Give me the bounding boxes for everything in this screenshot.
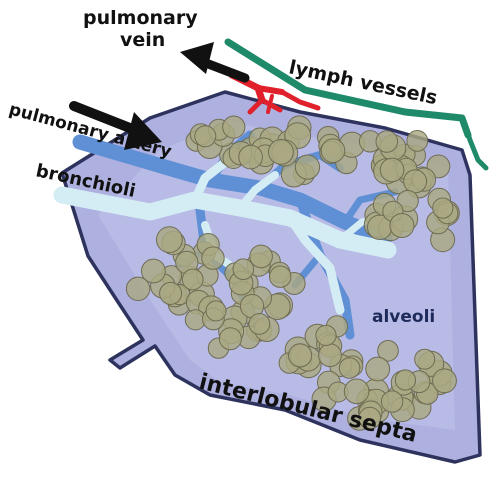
alveolus bbox=[238, 144, 263, 170]
alveolus bbox=[375, 130, 399, 153]
alveolus bbox=[377, 340, 399, 362]
alveolus bbox=[141, 258, 166, 284]
alveolus bbox=[125, 276, 151, 301]
alveolus bbox=[218, 327, 242, 351]
pulmonary-vein-label-line2: vein bbox=[120, 29, 165, 51]
alveolus bbox=[205, 300, 227, 322]
alveolus bbox=[343, 378, 370, 405]
alveolus bbox=[249, 244, 273, 269]
alveolus bbox=[320, 138, 346, 163]
lymph-vessel-inner bbox=[461, 119, 489, 171]
alveolus bbox=[194, 125, 217, 148]
alveolus bbox=[414, 348, 436, 370]
alveoli-clusters bbox=[125, 115, 460, 431]
pulmonary-vein-label-line1: pulmonary bbox=[83, 7, 198, 29]
alveolus bbox=[232, 258, 255, 281]
alveolus bbox=[201, 246, 225, 270]
alveolus bbox=[269, 265, 292, 288]
alveolus bbox=[288, 343, 313, 368]
alveolus bbox=[403, 169, 428, 194]
alveolus bbox=[159, 281, 183, 305]
alveolus bbox=[432, 368, 457, 394]
alveoli-label: alveoli bbox=[372, 307, 435, 327]
alveolus bbox=[432, 197, 454, 219]
alveolus bbox=[315, 324, 337, 346]
alveolus bbox=[248, 313, 271, 335]
alveolus bbox=[222, 115, 246, 139]
alveolus bbox=[379, 157, 405, 183]
artery-arrow-icon bbox=[69, 101, 162, 150]
vein-arrow-icon bbox=[180, 42, 250, 83]
alveolus bbox=[268, 139, 294, 165]
lymph-vessels bbox=[224, 38, 489, 171]
alveolus bbox=[365, 356, 391, 382]
alveolus bbox=[181, 268, 204, 291]
alveolus bbox=[389, 213, 415, 238]
alveolus bbox=[358, 406, 382, 430]
alveolus bbox=[396, 189, 419, 213]
alveolus bbox=[380, 390, 404, 413]
alveolus bbox=[406, 130, 429, 152]
pulmonary-vein-label: pulmonary vein bbox=[83, 7, 204, 51]
alveolus bbox=[394, 369, 416, 391]
alveolus bbox=[156, 226, 183, 254]
alveolus bbox=[338, 357, 361, 379]
alveolus bbox=[318, 343, 342, 368]
alveolus bbox=[294, 154, 321, 180]
